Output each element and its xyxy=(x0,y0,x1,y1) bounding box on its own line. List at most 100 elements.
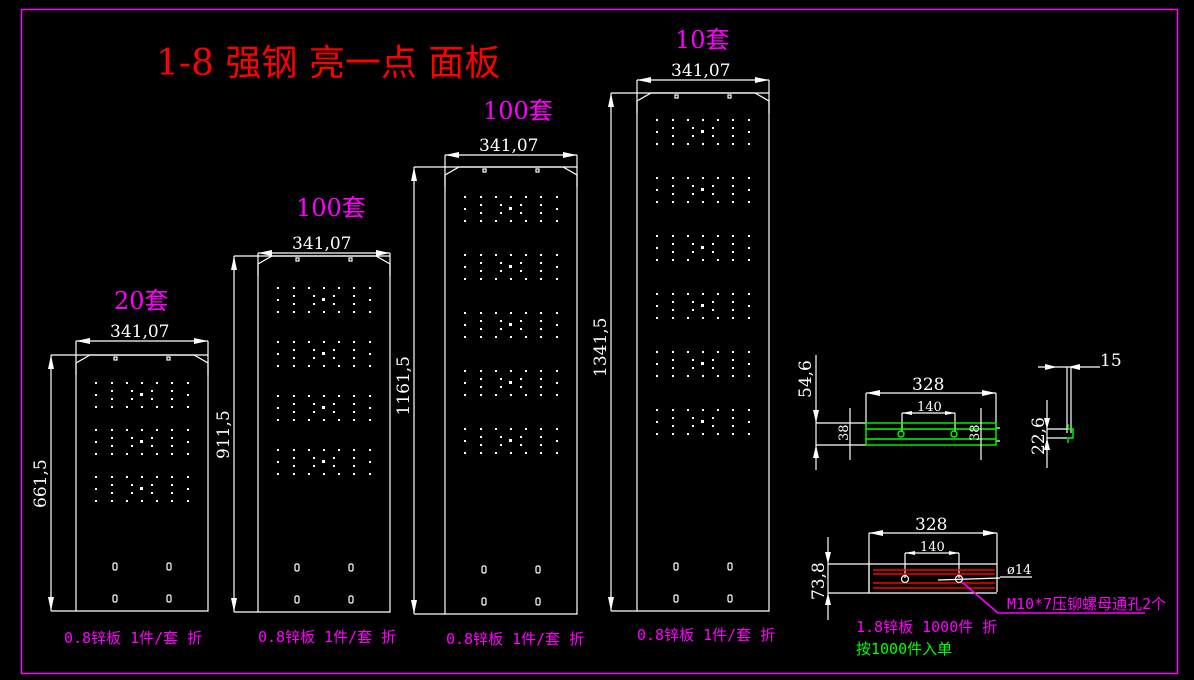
hole-dot xyxy=(313,457,315,459)
bracket-view: 328 140 54,6 38 38 xyxy=(796,355,1000,470)
hole-dot xyxy=(156,406,158,408)
arrow-icon xyxy=(48,597,54,611)
hole-dot xyxy=(692,367,694,369)
hole-dot xyxy=(732,375,734,377)
hole-dot xyxy=(495,278,497,280)
hole-dot xyxy=(525,312,527,314)
hole-dot xyxy=(322,352,325,355)
hole-dot xyxy=(525,196,527,198)
hole-dot xyxy=(687,177,689,179)
arrow-icon xyxy=(755,77,769,83)
hole-dot xyxy=(308,473,310,475)
width-dim-text: 341,07 xyxy=(110,322,169,342)
hole-dot xyxy=(748,351,750,353)
hole-dot xyxy=(187,429,189,431)
mount-hole-icon xyxy=(113,356,118,361)
quantity-label: 100套 xyxy=(296,194,366,222)
flat-note: 1.8锌板 1000件 折 xyxy=(856,618,997,636)
arrow-icon xyxy=(194,338,208,344)
hole-dot xyxy=(712,301,714,303)
hole-dot xyxy=(556,452,558,454)
hole-dot xyxy=(672,185,674,187)
hole-dot xyxy=(520,386,522,388)
hole-group xyxy=(464,428,558,454)
hole-dot xyxy=(369,449,371,451)
mount-hole-icon xyxy=(166,356,171,361)
hole-dot xyxy=(656,305,658,307)
hole-dot xyxy=(702,409,704,411)
hole-dot xyxy=(520,270,522,272)
hole-dot xyxy=(520,262,522,264)
hole-dot xyxy=(495,394,497,396)
hole-dot xyxy=(692,301,694,303)
hole-dot xyxy=(323,449,325,451)
hole-dot xyxy=(702,143,704,145)
hole-dot xyxy=(369,473,371,475)
hole-dot xyxy=(111,406,113,408)
hole-dot xyxy=(500,328,502,330)
flat-order-note: 按1000件入单 xyxy=(856,640,952,658)
hole-dot xyxy=(151,484,153,486)
hole-group xyxy=(656,409,750,435)
hole-dot xyxy=(293,395,295,397)
hole-dot xyxy=(369,299,371,301)
hole-dot xyxy=(732,193,734,195)
hole-dot xyxy=(732,177,734,179)
hole-dot xyxy=(672,293,674,295)
slot-hole-icon xyxy=(673,562,679,571)
hole-dot xyxy=(95,382,97,384)
hole-dot xyxy=(480,328,482,330)
hole-dot xyxy=(353,357,355,359)
hole-dot xyxy=(293,419,295,421)
hole-dot xyxy=(500,262,502,264)
hole-dot xyxy=(712,193,714,195)
hole-dot xyxy=(520,378,522,380)
hole-dot xyxy=(495,312,497,314)
hole-dot xyxy=(333,465,335,467)
hole-dot xyxy=(748,317,750,319)
hole-dot xyxy=(464,220,466,222)
hole-dot xyxy=(717,235,719,237)
hole-dot xyxy=(171,445,173,447)
hole-dot xyxy=(464,254,466,256)
hole-dot xyxy=(480,312,482,314)
hole-dot xyxy=(308,395,310,397)
hole-dot xyxy=(702,317,704,319)
hole-dot xyxy=(338,449,340,451)
hole-dot xyxy=(95,500,97,502)
hole-dot xyxy=(692,417,694,419)
hole-dot xyxy=(323,473,325,475)
hole-dot xyxy=(656,409,658,411)
material-note: 0.8锌板 1件/套 折 xyxy=(258,628,396,646)
hole-dot xyxy=(732,201,734,203)
hole-dot xyxy=(131,390,133,392)
hole-dot xyxy=(111,484,113,486)
hole-dot xyxy=(732,425,734,427)
hole-dot xyxy=(495,428,497,430)
hole-dot xyxy=(131,398,133,400)
hole-dot xyxy=(556,336,558,338)
hole-group xyxy=(95,429,189,455)
hole-dot xyxy=(353,449,355,451)
hole-dot xyxy=(464,266,466,268)
hole-dot xyxy=(369,407,371,409)
hole-dot xyxy=(732,433,734,435)
hole-dot xyxy=(692,251,694,253)
hole-dot xyxy=(717,409,719,411)
hole-dot xyxy=(687,259,689,261)
height-dim-text: 1341,5 xyxy=(591,318,611,377)
hole-dot xyxy=(111,437,113,439)
hole-dot xyxy=(151,390,153,392)
hole-dot xyxy=(687,201,689,203)
hole-dot xyxy=(672,301,674,303)
hole-dot xyxy=(692,135,694,137)
hole-dot xyxy=(480,278,482,280)
hole-dot xyxy=(712,127,714,129)
hole-dot xyxy=(520,204,522,206)
hole-dot xyxy=(540,254,542,256)
hole-dot xyxy=(748,421,750,423)
hole-dot xyxy=(509,207,512,210)
hole-dot xyxy=(510,220,512,222)
flat-view: 328 140 ø14 73,8 M10*7压铆螺母通孔2个 1.8锌板 100… xyxy=(809,515,1166,658)
